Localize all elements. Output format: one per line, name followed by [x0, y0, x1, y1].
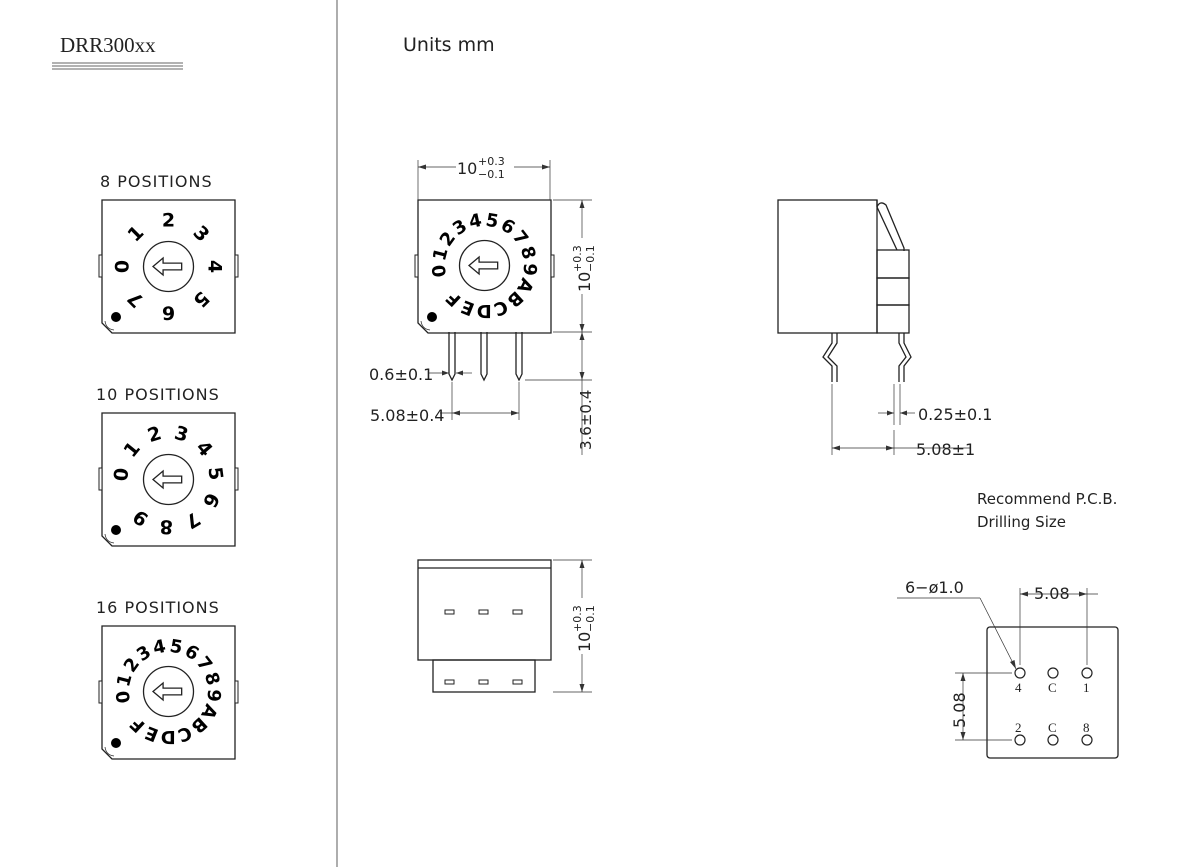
part-number-title: DRR300xx [60, 33, 156, 57]
pcb-pin-label: C [1048, 680, 1057, 695]
pcb-hole [1047, 734, 1059, 746]
section-label-8: 8 POSITIONS [100, 172, 213, 191]
dial-label: 4 [467, 210, 484, 233]
dim-pcb-pitch-y: 5.08 [950, 672, 1012, 741]
dim-bottom-tol-up: +0.3 [571, 605, 584, 632]
dial-label: 6 [198, 489, 224, 511]
dial-label: 5 [168, 636, 184, 659]
bottom-view [417, 559, 552, 693]
pcb-layout: 4 C 1 2 C 8 [986, 626, 1119, 759]
dial-label: 0 [110, 467, 133, 482]
dial-label: 0 [429, 263, 451, 278]
position-dot [111, 525, 121, 535]
dial-label: 4 [151, 636, 168, 659]
dial-label: 0 [113, 689, 135, 704]
dial-label: 9 [202, 688, 224, 702]
dial-label: 5 [203, 466, 227, 482]
pcb-hole-callout: 6−ø1.0 [897, 578, 1017, 670]
dim-bottom-main: 10 [575, 632, 594, 652]
dial-label: 8 [159, 515, 173, 538]
pcb-hole [1047, 667, 1059, 679]
pcb-pin-label: 4 [1015, 680, 1022, 695]
dim-pin-pitch: 5.08±0.4 [370, 382, 520, 425]
dial-label: 4 [204, 260, 226, 273]
dim-pcb-pitch-x: 5.08 [1019, 584, 1098, 665]
dim-pin-width: 0.6±0.1 [369, 365, 472, 384]
dim-height-tol-up: +0.3 [571, 245, 584, 272]
dial-label: 5 [189, 287, 214, 312]
switch-8-positions: 0 123 4 567 [98, 199, 239, 334]
dial-label: D [161, 726, 176, 747]
dial-label: 8 [200, 670, 224, 688]
dial-label: D [477, 300, 492, 321]
dial-label: 7 [181, 507, 204, 533]
pcb-holes-text: 6−ø1.0 [905, 578, 964, 597]
side-view [777, 199, 912, 382]
dim-pin-thickness: 0.25±0.1 [878, 384, 992, 425]
dim-side-pitch: 5.08±1 [831, 384, 975, 459]
dial-label: 4 [191, 437, 216, 461]
pcb-hole [1081, 734, 1093, 746]
pcb-pin-label: C [1048, 720, 1057, 735]
dim-pin-length: 3.6±0.4 [525, 332, 595, 455]
position-dot [427, 312, 437, 322]
dim-width-main: 10 [457, 159, 477, 178]
dial-label: 1 [119, 438, 144, 462]
dim-width-tol-up: +0.3 [478, 155, 505, 168]
section-label-10: 10 POSITIONS [96, 385, 220, 404]
dial-label: 9 [129, 505, 153, 531]
section-label-16: 16 POSITIONS [96, 598, 220, 617]
units-label: Units mm [403, 34, 495, 56]
dim-height-main: 10 [575, 272, 594, 292]
dim-height-tol-dn: −0.1 [584, 245, 597, 272]
dim-side-pitch-text: 5.08±1 [916, 440, 975, 459]
pcb-hole [1014, 667, 1026, 679]
pcb-hole [1014, 734, 1026, 746]
dim-width: 10 +0.3 −0.1 [417, 155, 551, 200]
pcb-title-line1: Recommend P.C.B. [977, 490, 1117, 508]
pcb-pin-label: 8 [1083, 720, 1090, 735]
dim-height: 10 +0.3 −0.1 [553, 199, 597, 333]
dial-label: 1 [429, 246, 452, 263]
dial-label: 5 [484, 210, 500, 233]
dim-bottom-height: 10 +0.3 −0.1 [553, 559, 597, 693]
pcb-pin-label: 1 [1083, 680, 1090, 695]
dim-pcb-pitch-y-text: 5.08 [950, 692, 969, 728]
dim-bottom-tol-dn: −0.1 [584, 605, 597, 632]
dial-label: 0 [112, 260, 134, 273]
dial-label: 1 [113, 672, 136, 689]
dim-pin-thickness-text: 0.25±0.1 [918, 405, 992, 424]
dim-pin-pitch-text: 5.08±0.4 [370, 406, 444, 425]
dial-label: 7 [124, 287, 149, 312]
pcb-hole [1081, 667, 1093, 679]
dial-label: 8 [516, 244, 540, 262]
dial-label: 2 [162, 210, 175, 232]
dial-label: 9 [518, 262, 540, 276]
dial-label: 3 [189, 222, 214, 247]
dial-label: 6 [162, 302, 175, 324]
dial-label: 3 [172, 422, 191, 447]
dial-label: 1 [124, 222, 149, 247]
dim-pin-length-text: 3.6±0.4 [577, 390, 595, 450]
pcb-title-line2: Drilling Size [977, 513, 1066, 531]
position-dot [111, 738, 121, 748]
pcb-pin-label: 2 [1015, 720, 1022, 735]
dim-pin-width-text: 0.6±0.1 [369, 365, 433, 384]
dial-label: 2 [145, 422, 164, 447]
position-dot [111, 312, 121, 322]
dim-pcb-pitch-x-text: 5.08 [1034, 584, 1070, 603]
dim-width-tol-dn: −0.1 [478, 168, 505, 181]
